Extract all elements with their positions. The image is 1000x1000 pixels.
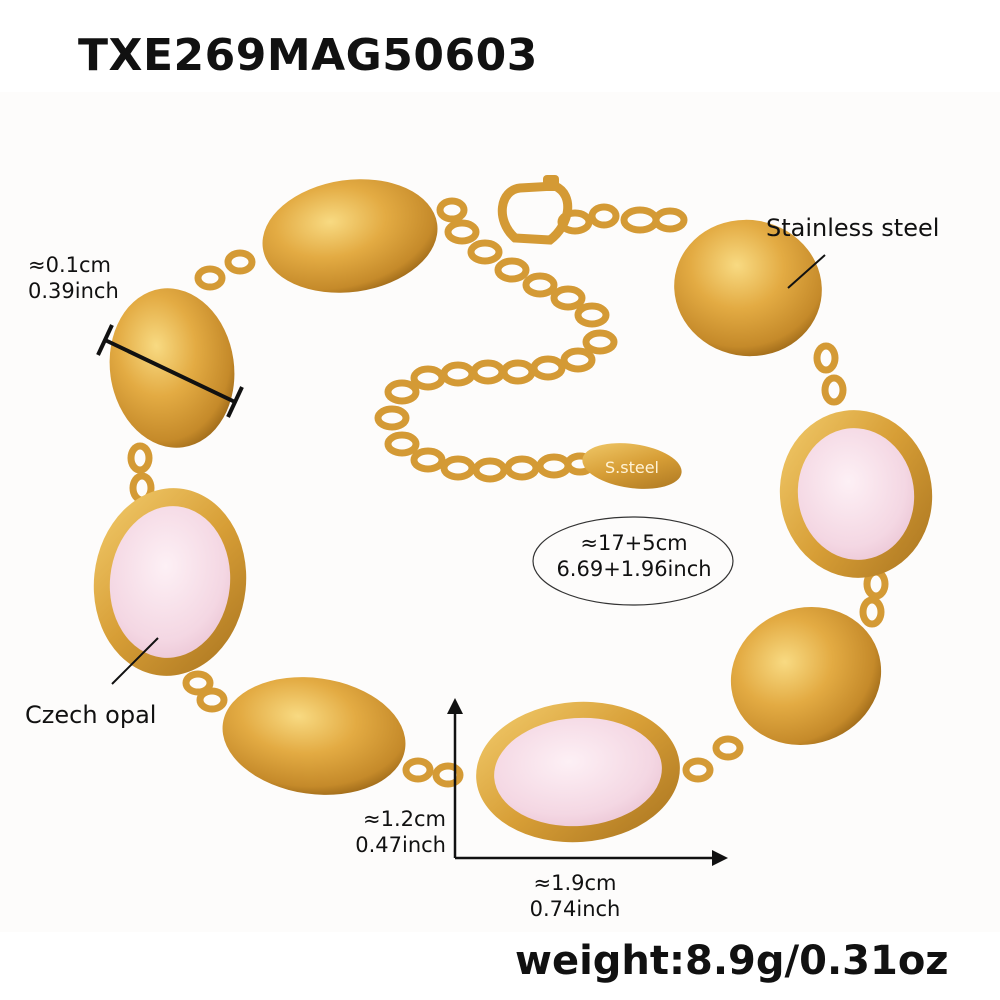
weight-label: weight:8.9g/0.31oz <box>515 938 949 984</box>
thickness-label: ≈0.1cm 0.39inch <box>28 252 119 304</box>
height-cm: ≈1.2cm <box>363 807 446 831</box>
opal-station-bottom <box>476 701 680 843</box>
gold-bead-2 <box>109 288 235 448</box>
thickness-dimension-line <box>96 324 244 418</box>
product-code: TXE269MAG50603 <box>78 30 538 81</box>
steel-leader-line <box>787 254 826 289</box>
opal-station-left <box>93 488 247 676</box>
thickness-cm: ≈0.1cm <box>28 253 111 277</box>
gold-bead-1 <box>262 179 438 293</box>
opal-leader-line <box>111 637 159 685</box>
bracelet-photo: S.steel <box>0 92 1000 932</box>
length-outline <box>532 516 734 606</box>
length-cm: ≈17+5cm <box>580 531 688 555</box>
steel-tag: S.steel <box>582 443 682 489</box>
opal-station-right <box>779 410 933 578</box>
height-label: ≈1.2cm 0.47inch <box>328 806 446 858</box>
extension-chain <box>374 219 618 483</box>
length-inch: 6.69+1.96inch <box>556 557 712 581</box>
steel-material-label: Stainless steel <box>766 214 940 242</box>
connector-rings <box>127 197 889 788</box>
gold-bead-5 <box>222 677 406 795</box>
lobster-clasp <box>497 175 688 245</box>
opal-material-label: Czech opal <box>25 701 157 729</box>
tag-text: S.steel <box>605 458 659 477</box>
thickness-inch: 0.39inch <box>28 279 119 303</box>
gold-bead-3 <box>674 219 822 357</box>
length-label: ≈17+5cm 6.69+1.96inch <box>536 530 732 582</box>
gold-bead-4 <box>730 607 882 745</box>
width-cm: ≈1.9cm <box>533 871 617 895</box>
measurement-axes <box>447 698 728 866</box>
height-inch: 0.47inch <box>355 833 446 857</box>
width-label: ≈1.9cm 0.74inch <box>505 870 645 922</box>
width-inch: 0.74inch <box>529 897 621 921</box>
